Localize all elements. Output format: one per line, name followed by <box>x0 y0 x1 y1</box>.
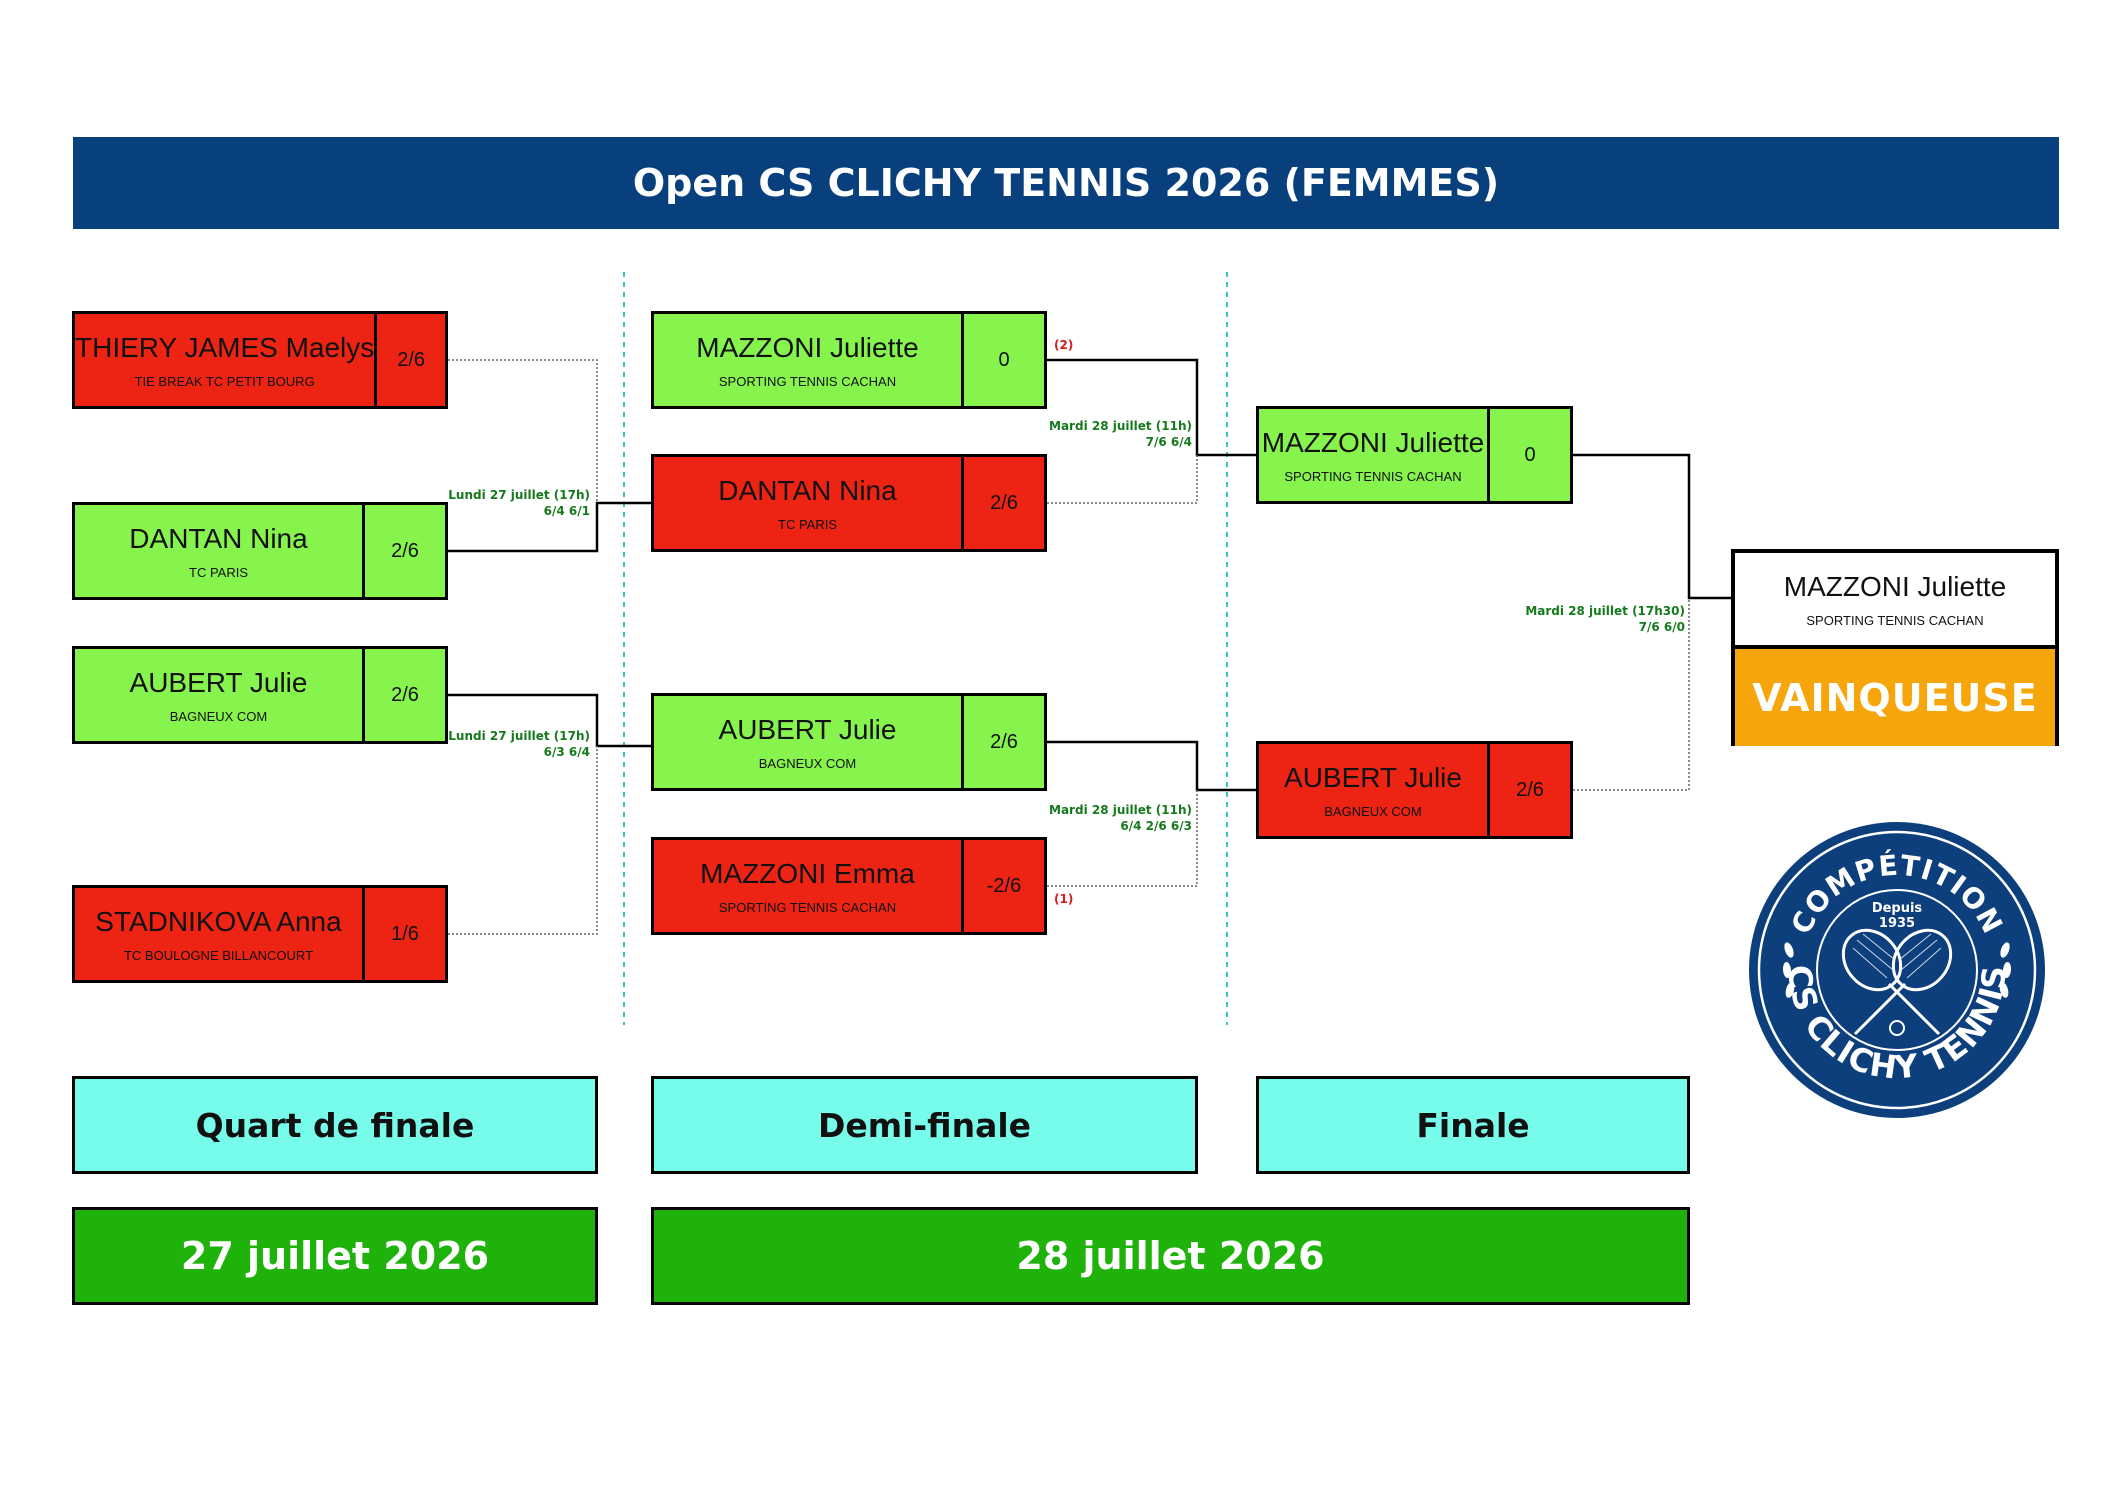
player-score: 2/6 <box>362 505 445 597</box>
tournament-title: Open CS CLICHY TENNIS 2026 (FEMMES) <box>73 137 2059 229</box>
player-score: 2/6 <box>362 649 445 741</box>
player-club: TC PARIS <box>778 516 837 532</box>
player-score: 2/6 <box>961 457 1044 549</box>
final-match-note: Mardi 28 juillet (17h30) 7/6 6/0 <box>1525 603 1685 635</box>
qf-player-4: STADNIKOVA Anna TC BOULOGNE BILLANCOURT … <box>72 885 448 983</box>
date-day1: 27 juillet 2026 <box>72 1207 598 1305</box>
match-score: 6/4 6/1 <box>543 504 590 518</box>
champion-label: VAINQUEUSE <box>1735 649 2055 746</box>
logo-since: Depuis <box>1872 901 1923 916</box>
player-score: 2/6 <box>961 696 1044 788</box>
match-score: 6/4 2/6 6/3 <box>1120 819 1192 833</box>
qf-player-1: THIERY JAMES Maelys TIE BREAK TC PETIT B… <box>72 311 448 409</box>
player-club: TIE BREAK TC PETIT BOURG <box>134 373 315 389</box>
champion-name: MAZZONI Juliette <box>1783 570 2007 602</box>
player-score: 0 <box>961 314 1044 406</box>
sf-player-1: MAZZONI Juliette SPORTING TENNIS CACHAN … <box>651 311 1047 409</box>
player-name: DANTAN Nina <box>718 474 897 506</box>
player-name: MAZZONI Emma <box>700 857 915 889</box>
player-name: MAZZONI Juliette <box>1261 426 1485 458</box>
match-score: 6/3 6/4 <box>543 745 590 759</box>
match-score: 7/6 6/0 <box>1638 620 1685 634</box>
player-score: 2/6 <box>374 314 445 406</box>
player-score: 0 <box>1487 409 1570 501</box>
player-club: BAGNEUX COM <box>1324 803 1422 819</box>
qf-player-2: DANTAN Nina TC PARIS 2/6 <box>72 502 448 600</box>
player-name: THIERY JAMES Maelys <box>75 331 375 363</box>
final-player-2: AUBERT Julie BAGNEUX COM 2/6 <box>1256 741 1573 839</box>
match-date: Lundi 27 juillet (17h) <box>448 488 590 502</box>
player-score: -2/6 <box>961 840 1044 932</box>
sf-player-4: MAZZONI Emma SPORTING TENNIS CACHAN -2/6 <box>651 837 1047 935</box>
sf-player-3: AUBERT Julie BAGNEUX COM 2/6 <box>651 693 1047 791</box>
player-club: TC PARIS <box>189 564 248 580</box>
date-day2: 28 juillet 2026 <box>651 1207 1690 1305</box>
seed-label: (1) <box>1054 892 1074 906</box>
player-club: SPORTING TENNIS CACHAN <box>1284 468 1462 484</box>
player-name: MAZZONI Juliette <box>696 331 919 363</box>
final-player-1: MAZZONI Juliette SPORTING TENNIS CACHAN … <box>1256 406 1573 504</box>
player-name: AUBERT Julie <box>129 666 308 698</box>
sf1-match-note: Mardi 28 juillet (11h) 7/6 6/4 <box>1049 418 1192 450</box>
player-name: STADNIKOVA Anna <box>95 905 342 937</box>
champion-club: SPORTING TENNIS CACHAN <box>1806 612 1984 628</box>
sf2-match-note: Mardi 28 juillet (11h) 6/4 2/6 6/3 <box>1049 802 1192 834</box>
match-date: Lundi 27 juillet (17h) <box>448 729 590 743</box>
match-date: Mardi 28 juillet (11h) <box>1049 803 1192 817</box>
player-score: 1/6 <box>362 888 445 980</box>
round-final: Finale <box>1256 1076 1690 1174</box>
laurel-icon <box>1782 942 2012 998</box>
seed-label: (2) <box>1054 338 1074 352</box>
player-club: BAGNEUX COM <box>758 755 857 771</box>
player-club: BAGNEUX COM <box>169 708 268 724</box>
match-date: Mardi 28 juillet (17h30) <box>1525 604 1685 618</box>
player-name: AUBERT Julie <box>1284 761 1462 793</box>
player-name: AUBERT Julie <box>718 713 897 745</box>
player-name: DANTAN Nina <box>129 522 308 554</box>
round-quarterfinal: Quart de finale <box>72 1076 598 1174</box>
match-date: Mardi 28 juillet (11h) <box>1049 419 1192 433</box>
qf-player-3: AUBERT Julie BAGNEUX COM 2/6 <box>72 646 448 744</box>
tennis-ball-icon <box>1889 1020 1905 1036</box>
player-club: SPORTING TENNIS CACHAN <box>718 899 897 915</box>
match-score: 7/6 6/4 <box>1145 435 1192 449</box>
player-score: 2/6 <box>1487 744 1570 836</box>
sf-player-2: DANTAN Nina TC PARIS 2/6 <box>651 454 1047 552</box>
qf1-match-note: Lundi 27 juillet (17h) 6/4 6/1 <box>448 487 590 519</box>
club-logo: COMPÉTITION CS CLICHY TENNIS Depuis 1935 <box>1749 822 2045 1118</box>
champion-box: MAZZONI Juliette SPORTING TENNIS CACHAN … <box>1731 549 2059 746</box>
qf2-match-note: Lundi 27 juillet (17h) 6/3 6/4 <box>448 728 590 760</box>
round-semifinal: Demi-finale <box>651 1076 1198 1174</box>
player-club: SPORTING TENNIS CACHAN <box>718 373 897 389</box>
logo-year: 1935 <box>1879 916 1915 931</box>
player-club: TC BOULOGNE BILLANCOURT <box>123 947 314 963</box>
tennis-rackets-icon <box>1841 928 1953 1036</box>
